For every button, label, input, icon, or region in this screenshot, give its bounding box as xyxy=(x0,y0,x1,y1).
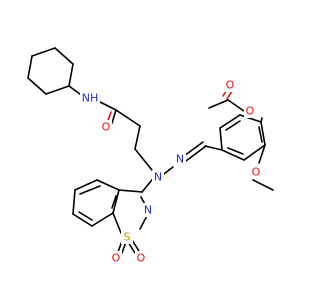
atom-label-sulfonyl-oxygen-2: O xyxy=(135,251,147,265)
atom-label-sulfonyl-oxygen-1: O xyxy=(110,251,122,265)
atom-label-carbonyl-oxygen: O xyxy=(224,78,236,92)
methoxy-group xyxy=(252,144,274,191)
hydrazone-linkage xyxy=(159,141,223,178)
svg-text:S: S xyxy=(124,231,131,244)
svg-text:O: O xyxy=(112,252,121,265)
atom-label-nh: NH xyxy=(80,91,100,105)
svg-text:O: O xyxy=(102,121,111,134)
molecule-diagram: NH O N N N S O O O O O xyxy=(27,47,274,265)
svg-text:N: N xyxy=(144,204,152,217)
svg-text:O: O xyxy=(137,252,146,265)
benzisothiazole-ring xyxy=(72,174,157,234)
svg-text:N: N xyxy=(176,153,184,166)
cyclohexyl-ring xyxy=(27,47,74,95)
atom-label-amide-oxygen: O xyxy=(100,120,112,134)
atom-label-sulfur: S xyxy=(121,230,133,244)
svg-text:O: O xyxy=(252,166,261,179)
atom-label-methoxy-oxygen: O xyxy=(250,165,262,179)
svg-text:N: N xyxy=(154,171,162,184)
svg-text:O: O xyxy=(226,79,235,92)
atom-label-hydrazine-n1: N xyxy=(152,170,164,184)
benzylidene-ring xyxy=(219,114,266,161)
atom-label-ring-nitrogen: N xyxy=(142,203,154,217)
svg-text:O: O xyxy=(246,105,255,118)
atom-label-ester-oxygen: O xyxy=(244,104,256,118)
svg-text:NH: NH xyxy=(82,92,99,105)
atom-label-hydrazine-n2: N xyxy=(174,152,186,166)
